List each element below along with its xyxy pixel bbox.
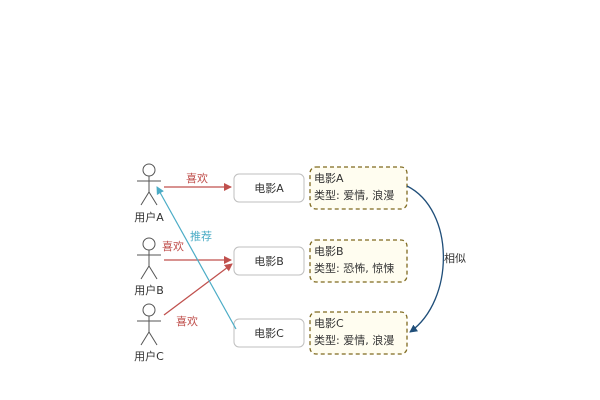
movie-b-box: 电影B bbox=[233, 246, 305, 276]
like-label-c: 喜欢 bbox=[176, 314, 198, 328]
movie-a-box: 电影A bbox=[233, 173, 305, 203]
movie-a-label: 电影A bbox=[254, 182, 284, 195]
movie-c-box: 电影C bbox=[233, 318, 305, 348]
edge-user-a-likes-movie-a: 喜欢 bbox=[164, 171, 232, 191]
person-icon bbox=[137, 237, 161, 280]
user-a: 用户A bbox=[134, 163, 164, 224]
movie-c-label: 电影C bbox=[254, 327, 284, 340]
user-b: 用户B bbox=[134, 237, 164, 297]
edge-similar-movie-a-movie-c: 相似 bbox=[406, 185, 466, 333]
person-icon bbox=[137, 303, 161, 346]
movie-a-info: 电影A 类型: 爱情, 浪漫 bbox=[309, 166, 408, 210]
movie-a-info-name: 电影A bbox=[314, 172, 344, 185]
like-label-a: 喜欢 bbox=[186, 171, 208, 185]
user-b-label: 用户B bbox=[134, 283, 164, 297]
movie-b-info-type: 类型: 恐怖, 惊悚 bbox=[314, 261, 394, 275]
recommend-label: 推荐 bbox=[190, 229, 212, 243]
like-label-b: 喜欢 bbox=[162, 239, 184, 253]
edge-recommend-movie-c-to-user-a: 推荐 bbox=[156, 186, 237, 330]
user-a-label: 用户A bbox=[134, 210, 164, 224]
edge-user-c-likes-movie-b: 喜欢 bbox=[163, 263, 233, 328]
movie-a-info-type: 类型: 爱情, 浪漫 bbox=[314, 188, 394, 202]
person-icon bbox=[137, 163, 161, 206]
user-c: 用户C bbox=[134, 303, 164, 363]
movie-b-info-name: 电影B bbox=[314, 245, 344, 258]
movie-b-info: 电影B 类型: 恐怖, 惊悚 bbox=[309, 239, 408, 283]
similar-label: 相似 bbox=[444, 252, 466, 265]
movie-c-info-name: 电影C bbox=[314, 317, 344, 330]
movie-c-info: 电影C 类型: 爱情, 浪漫 bbox=[309, 311, 408, 355]
user-c-label: 用户C bbox=[134, 349, 164, 363]
movie-c-info-type: 类型: 爱情, 浪漫 bbox=[314, 333, 394, 347]
movie-b-label: 电影B bbox=[254, 255, 284, 268]
